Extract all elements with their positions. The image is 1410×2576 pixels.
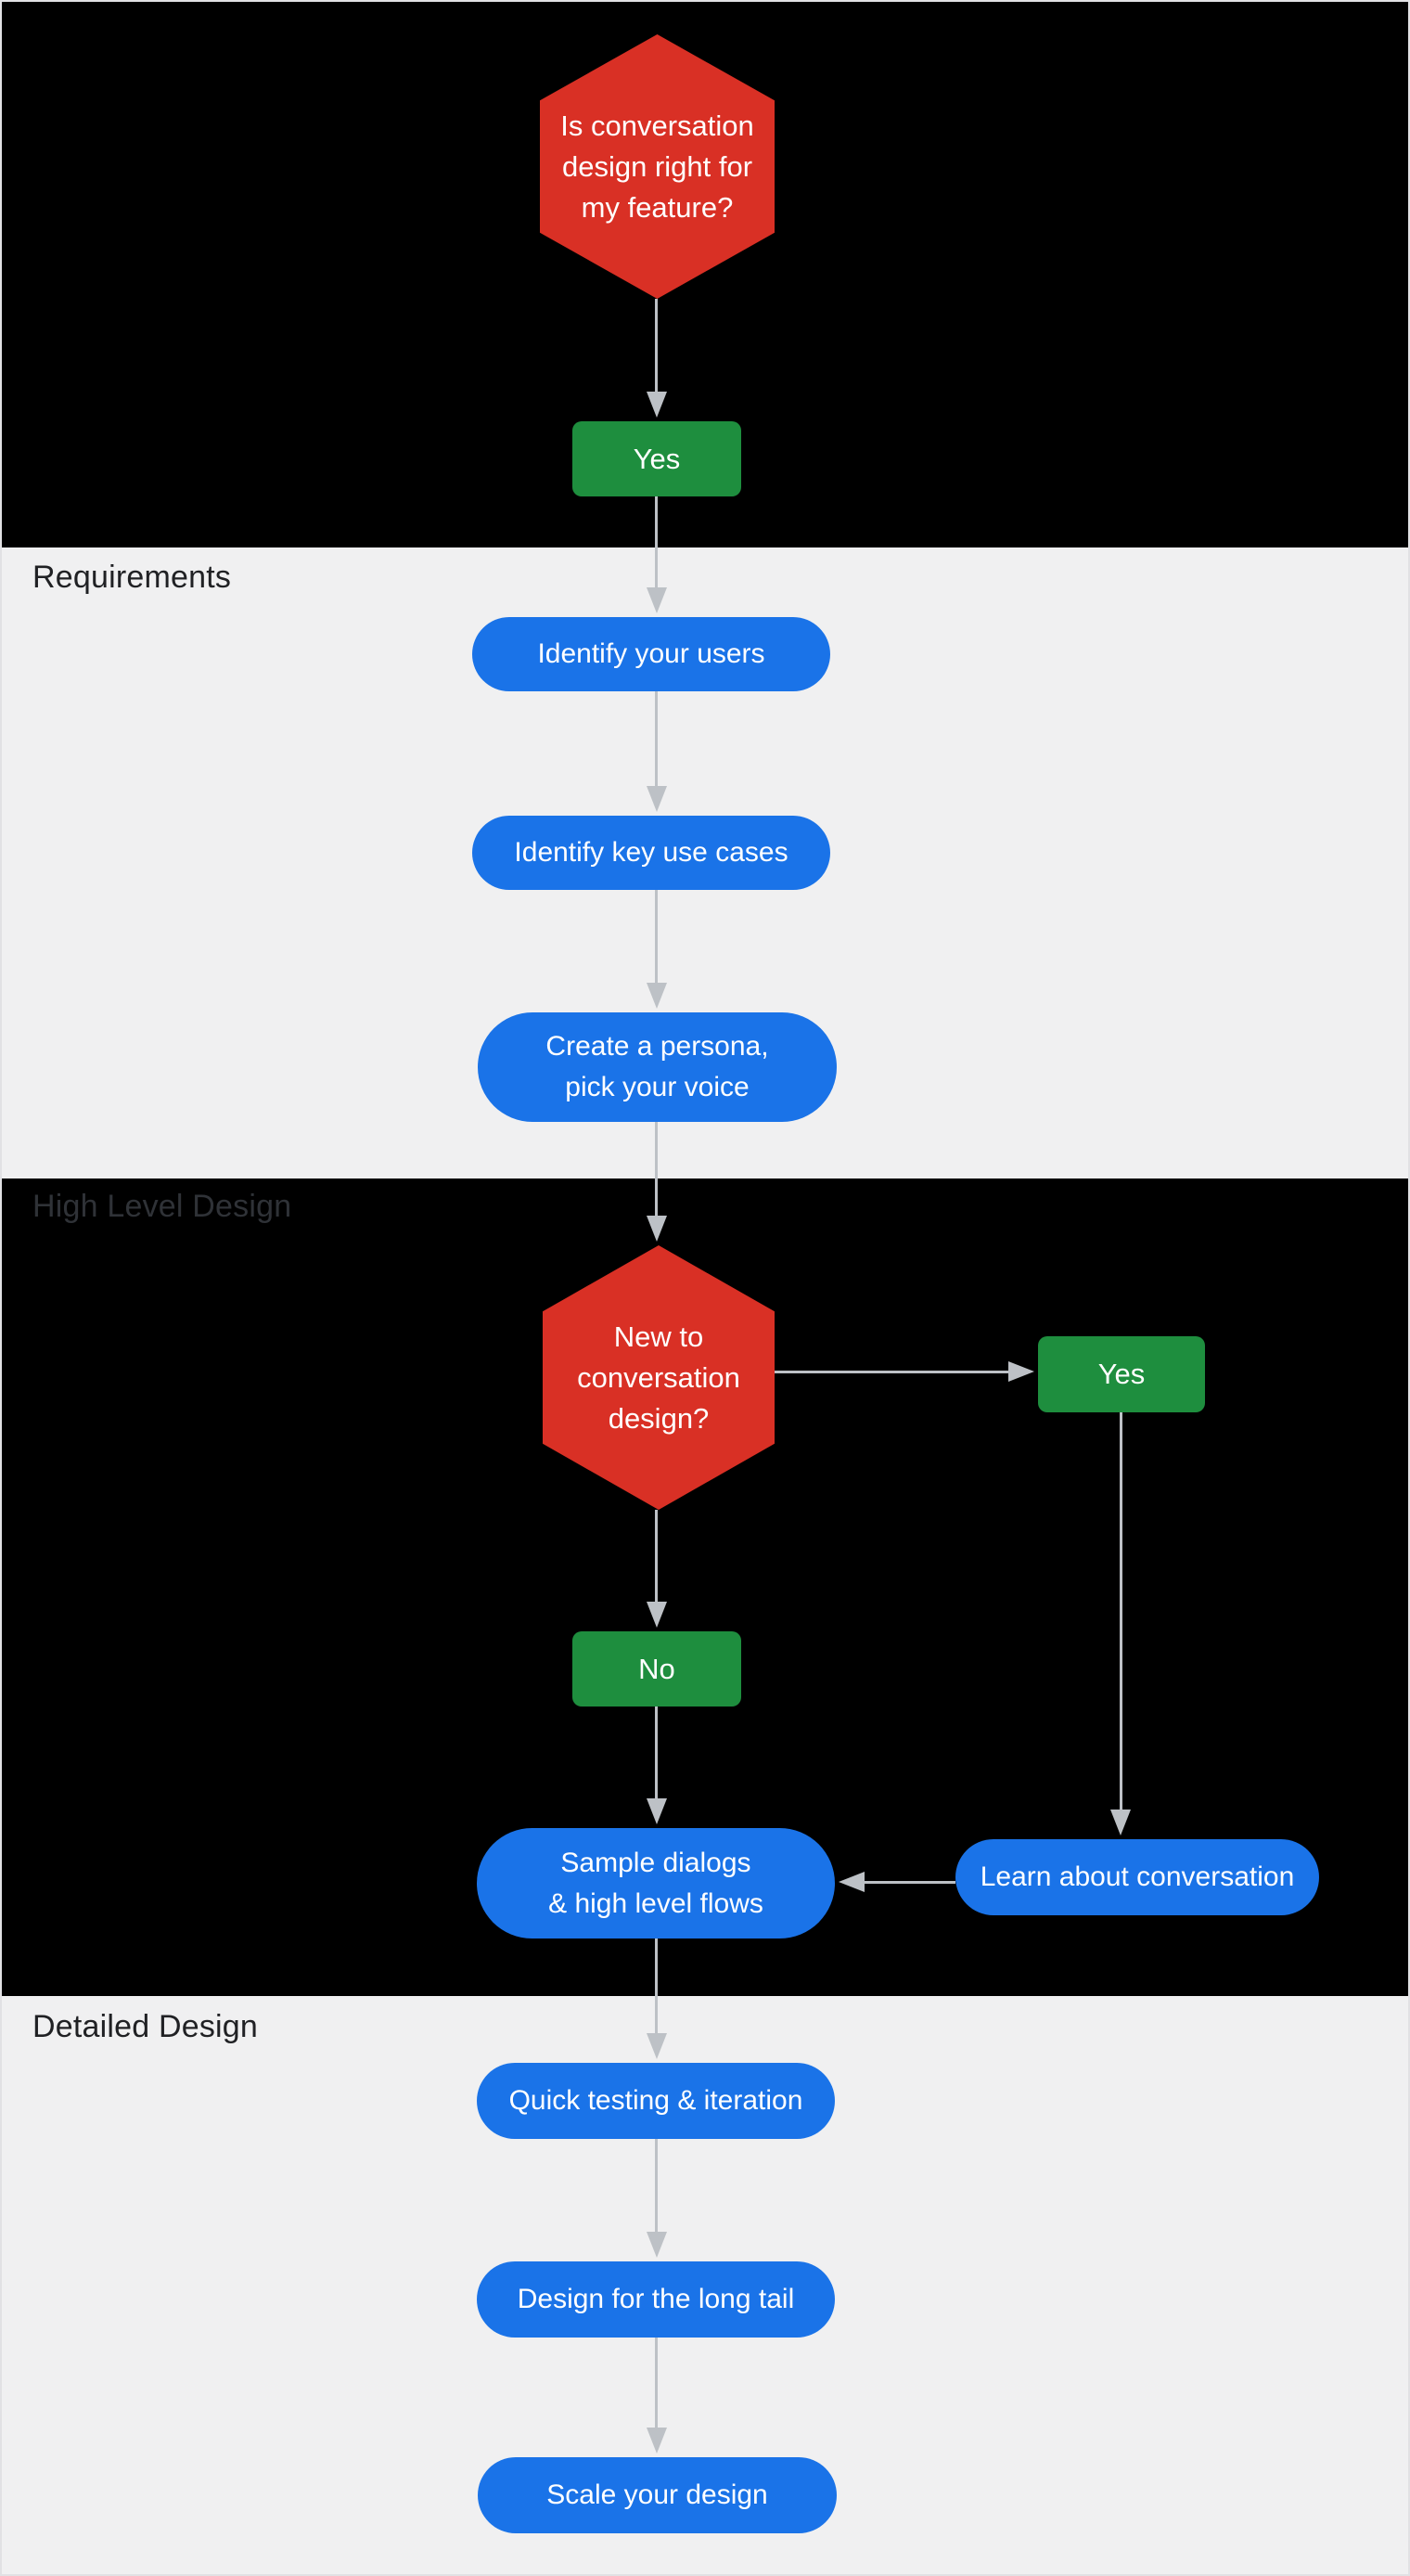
node-label: Yes (1097, 1358, 1146, 1390)
step-design-for-long-tail: Design for the long tail (477, 2261, 835, 2338)
connector-line (655, 890, 658, 983)
node-label: Design for the long tail (517, 2284, 795, 2314)
answer-yes-button: Yes (572, 421, 741, 496)
decision-new-to-conversation-design: New to conversation design? (543, 1245, 775, 1510)
step-create-persona-pick-voice: Create a persona, pick your voice (478, 1012, 837, 1122)
answer-yes-button-right: Yes (1038, 1336, 1205, 1412)
section-title-requirements: Requirements (32, 560, 232, 595)
arrowhead-down-icon (647, 983, 667, 1009)
connector-line (655, 1510, 658, 1602)
arrowhead-down-icon (647, 392, 667, 418)
node-label: Yes (633, 442, 681, 475)
arrowhead-left-icon (839, 1872, 865, 1892)
connector-line (655, 299, 658, 392)
connector-line (1120, 1412, 1122, 1810)
node-label: Identify key use cases (514, 837, 788, 868)
arrowhead-right-icon (1008, 1361, 1034, 1382)
arrowhead-down-icon (647, 1798, 667, 1824)
node-label: Sample dialogs & high level flows (548, 1847, 763, 1919)
step-scale-your-design: Scale your design (478, 2457, 837, 2533)
arrowhead-down-icon (647, 2232, 667, 2258)
arrowhead-down-icon (647, 2428, 667, 2454)
answer-no-button: No (572, 1631, 741, 1707)
arrowhead-down-icon (647, 786, 667, 812)
step-sample-dialogs-high-level-flows: Sample dialogs & high level flows (477, 1828, 835, 1938)
connector-line (655, 1122, 658, 1216)
step-identify-key-use-cases: Identify key use cases (472, 816, 830, 890)
connector-line (655, 691, 658, 786)
node-label: Create a persona, pick your voice (545, 1031, 769, 1102)
node-label: Learn about conversation (980, 1861, 1295, 1892)
node-label: Is conversation design right for my feat… (560, 109, 754, 224)
connector-line (774, 1371, 1008, 1373)
step-identify-your-users: Identify your users (472, 617, 830, 691)
arrowhead-down-icon (1110, 1810, 1131, 1835)
connector-line (655, 1707, 658, 1798)
connector-line (655, 2338, 658, 2428)
step-quick-testing-iteration: Quick testing & iteration (477, 2063, 835, 2139)
step-learn-about-conversation: Learn about conversation (955, 1839, 1319, 1915)
arrowhead-down-icon (647, 587, 667, 613)
section-title-high-level-design: High Level Design (32, 1189, 292, 1224)
node-label: New to conversation design? (577, 1320, 740, 1435)
connector-line (655, 1938, 658, 2033)
section-title-detailed-design: Detailed Design (32, 2009, 259, 2044)
connector-line (655, 2139, 658, 2232)
node-label: Identify your users (537, 638, 765, 669)
arrowhead-down-icon (647, 1216, 667, 1242)
node-label: No (638, 1652, 675, 1685)
connector-line (655, 496, 658, 587)
decision-is-conversation-design-right: Is conversation design right for my feat… (540, 34, 775, 299)
arrowhead-down-icon (647, 2033, 667, 2059)
node-label: Quick testing & iteration (508, 2085, 803, 2116)
node-label: Scale your design (546, 2479, 768, 2510)
arrowhead-down-icon (647, 1602, 667, 1628)
connector-line (865, 1881, 955, 1884)
